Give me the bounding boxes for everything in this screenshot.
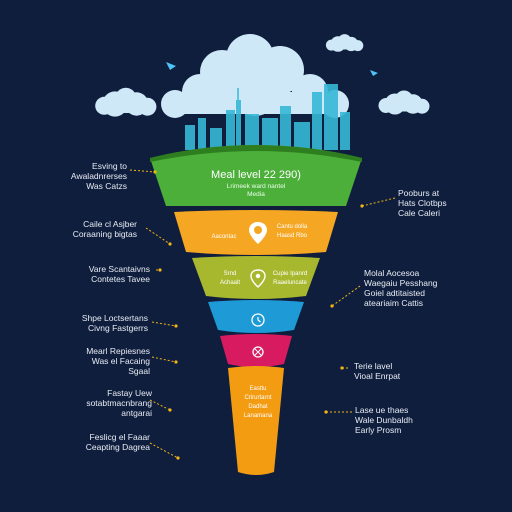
leader-dot (360, 204, 364, 208)
leader-line (129, 169, 156, 173)
bird-icon (370, 70, 378, 76)
label-right-4: Lase ue thaes Wale Dunbaldh Early Prosm (355, 405, 413, 435)
tier3-left-1: Srnd (224, 271, 237, 277)
label-left-1: Esving to Awaladnrerses Was Catzs (70, 161, 127, 191)
location-pin-icon (249, 222, 267, 244)
cloud-top-right (325, 34, 364, 52)
leader-dot (168, 408, 172, 412)
label-left-4: Shpe Loctsertans Civng Fastgerrs (81, 313, 148, 333)
label-right-1: Pooburs at Hats Clotbps Cale Caleri (398, 188, 447, 218)
leader-line (149, 442, 179, 459)
leader-line (145, 227, 171, 245)
tier6-text-line: Lanamana (244, 413, 273, 419)
leader-dot (340, 366, 344, 370)
label-left-6: Fastay Uew sotabtmacnbrang antgarai (86, 388, 152, 418)
bird-icon (166, 62, 176, 70)
gear-icon (252, 346, 264, 358)
funnel-top-sub-2: Media (247, 191, 265, 198)
leader-line (149, 399, 171, 411)
tier6-text-line: Crirurtarnt (244, 395, 271, 401)
cloud-right (378, 90, 430, 115)
funnel-top-title: Meal level 22 290) (211, 169, 301, 181)
leader-line (151, 356, 177, 363)
clock-icon (251, 313, 265, 327)
tier2-text-1: Cantu dolla (277, 224, 308, 230)
cloud-left (95, 87, 157, 117)
tier6-text-line: Easttu (249, 386, 266, 392)
label-left-2: Caile cl Asjber Coraaning bigtas (72, 219, 137, 239)
tier2-text-2: Haasd Rbo (277, 233, 308, 239)
tier3-text-2: Raaeluncate (273, 280, 307, 286)
leader-lines (129, 169, 396, 460)
tier3-left-2: Achaalt (220, 280, 240, 286)
location-pin-icon (250, 269, 266, 288)
leader-dot (174, 360, 178, 364)
tier-1-grass-edge (150, 145, 362, 162)
leader-dot (174, 324, 178, 328)
tier-3-olive (192, 256, 320, 299)
tier2-left-text: Aacontac (211, 234, 236, 240)
tier-6-amber (228, 366, 284, 475)
label-left-3: Vare Scantaivns Contetes Tavee (88, 264, 150, 284)
moon-icon (288, 18, 306, 42)
leader-dot (330, 304, 334, 308)
tier-1-green (150, 145, 362, 206)
tier3-text-1: Cupie Ipanrd (273, 271, 307, 277)
leader-dot (158, 268, 162, 272)
funnel-top-sub-1: Lrimeek ward nantel (227, 183, 286, 190)
leader-line (331, 285, 361, 307)
tier-4-blue (208, 300, 304, 333)
leader-line (361, 197, 396, 207)
label-right-2: Molal Aocesoa Waegaiu Pesshang Goiel adt… (364, 268, 438, 308)
label-left-7: Feslicg el Faaar Ceapting Dagrea (85, 432, 150, 452)
label-left-5: Mearl Repiesnes Was el Facaing Sgaal (86, 346, 150, 376)
leader-dot (168, 242, 172, 246)
tier6-text-line: Dadhat (248, 404, 268, 410)
leader-dot (176, 456, 180, 460)
cloud-central (161, 34, 349, 118)
leader-dot (153, 170, 157, 174)
city-skyline (185, 84, 350, 150)
leader-dot (324, 410, 328, 414)
label-right-3: Terie lavel Vioal Enrpat (354, 361, 401, 381)
leader-line (151, 321, 177, 327)
